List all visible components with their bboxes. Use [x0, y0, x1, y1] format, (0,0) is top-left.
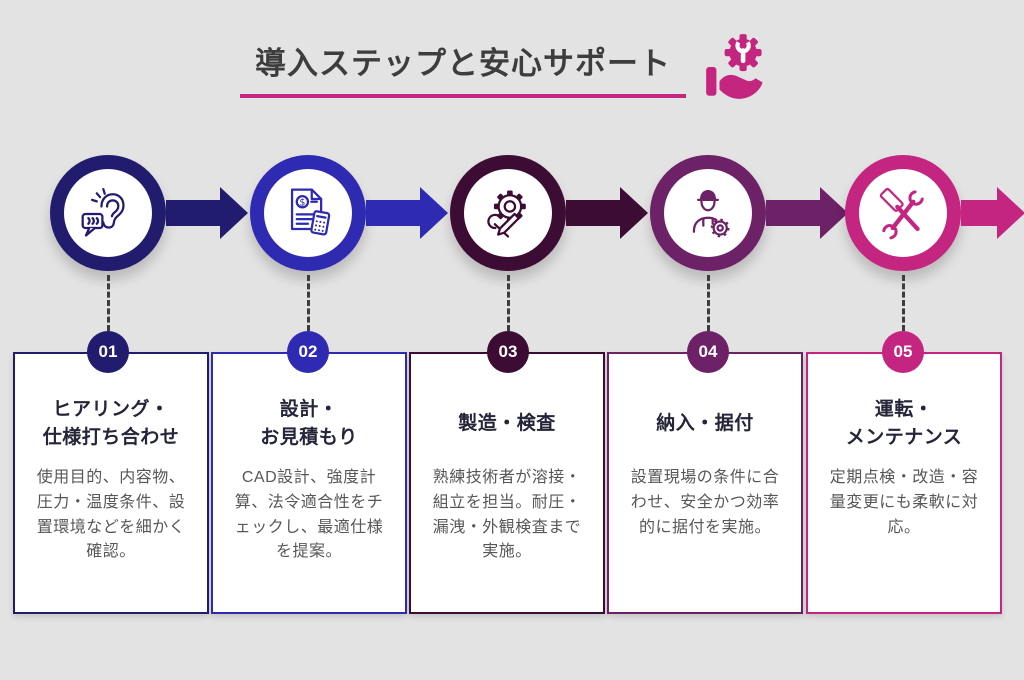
hearing-chat-icon [64, 169, 152, 257]
page-header: 導入ステップと安心サポート [240, 44, 686, 99]
card-description: 熟練技術者が溶接・組立を担当。耐圧・漏洩・外観検査まで実施。 [432, 469, 582, 561]
dashed-connector [307, 275, 310, 331]
step-circle-3 [450, 155, 566, 271]
step-card-1: ヒアリング・仕様打ち合わせ 使用目的、内容物、圧力・温度条件、設置環境などを細か… [13, 352, 209, 614]
step-number-badge: 02 [287, 331, 329, 373]
hammer-wrench-icon [859, 169, 947, 257]
step-number-badge: 05 [882, 331, 924, 373]
quote-document-calculator-icon: $ [264, 169, 352, 257]
step-card-5: 運転・メンテナンス 定期点検・改造・容量変更にも柔軟に対応。 [806, 352, 1002, 614]
page-title: 導入ステップと安心サポート [255, 46, 671, 81]
card-description: CAD設計、強度計算、法令適合性をチェックし、最適仕様を提案。 [234, 469, 384, 561]
step-card-2: 設計・お見積もり CAD設計、強度計算、法令適合性をチェックし、最適仕様を提案。 [211, 352, 407, 614]
step-circle-4 [650, 155, 766, 271]
arrow-icon [766, 187, 848, 239]
arrow-icon [566, 187, 648, 239]
svg-text:$: $ [299, 198, 305, 209]
dashed-connector [507, 275, 510, 331]
card-title: 設計・お見積もり [260, 399, 358, 448]
step-number-badge: 03 [487, 331, 529, 373]
gear-tools-icon [464, 169, 552, 257]
dashed-connector [707, 275, 710, 331]
dashed-connector [902, 275, 905, 331]
step-card-3: 製造・検査 熟練技術者が溶接・組立を担当。耐圧・漏洩・外観検査まで実施。 [409, 352, 605, 614]
card-description: 設置現場の条件に合わせ、安全かつ効率的に据付を実施。 [630, 469, 780, 536]
dashed-connector [107, 275, 110, 331]
step-card-4: 納入・据付 設置現場の条件に合わせ、安全かつ効率的に据付を実施。 [607, 352, 803, 614]
title-underline [240, 94, 686, 99]
hand-gear-wrench-icon [700, 28, 778, 106]
arrow-icon [961, 187, 1024, 239]
card-title: 製造・検査 [458, 413, 556, 435]
card-title: ヒアリング・仕様打ち合わせ [42, 399, 180, 448]
step-number-badge: 01 [87, 331, 129, 373]
card-title: 運転・メンテナンス [845, 399, 963, 448]
step-number-badge: 04 [687, 331, 729, 373]
arrow-icon [366, 187, 448, 239]
arrow-icon [166, 187, 248, 239]
step-circle-5 [845, 155, 961, 271]
worker-gear-icon [664, 169, 752, 257]
card-description: 定期点検・改造・容量変更にも柔軟に対応。 [829, 469, 979, 536]
step-circle-1 [50, 155, 166, 271]
step-circle-2: $ [250, 155, 366, 271]
card-title: 納入・据付 [656, 413, 754, 435]
card-description: 使用目的、内容物、圧力・温度条件、設置環境などを細かく確認。 [36, 469, 186, 561]
